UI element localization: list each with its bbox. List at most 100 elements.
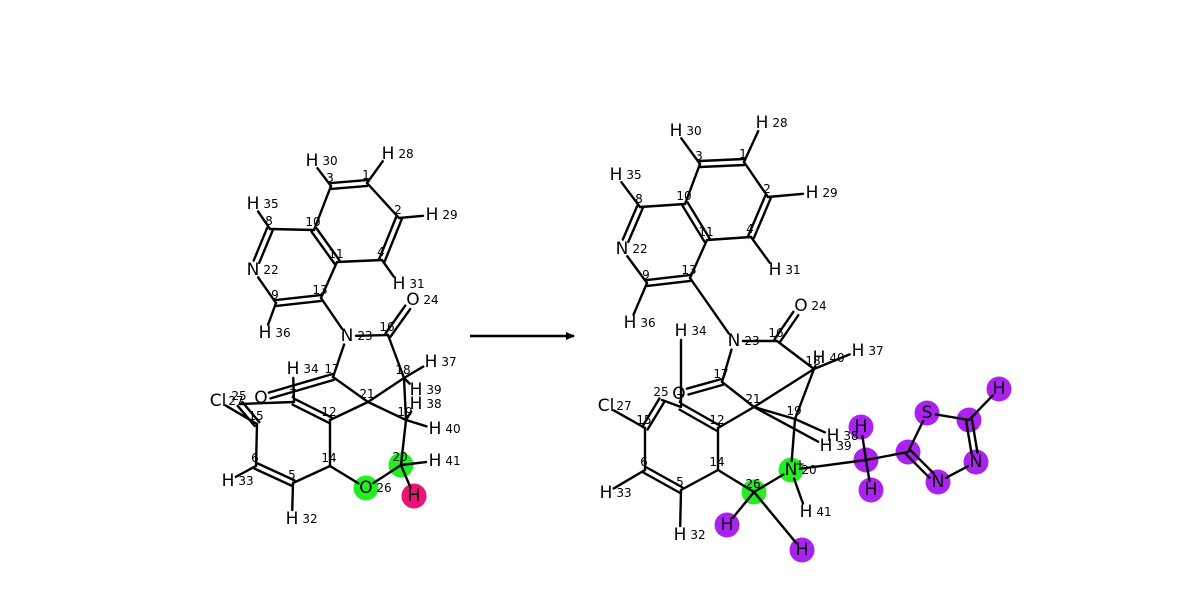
reactant-bond-r17-r43-0 [269, 378, 336, 400]
reactant-bond-r18-r39 [402, 376, 411, 385]
reactant-bond-r7-r34 [292, 376, 296, 404]
product-atom-index-p22: 22 [632, 242, 647, 256]
product-bond-p2-p29 [766, 192, 805, 199]
product-atom-index-p10: 10 [676, 189, 691, 203]
product-atom-index-p3: 3 [695, 149, 703, 163]
product-bond-p15-p27 [612, 409, 647, 430]
product-atom-p45: H [855, 417, 868, 437]
product-atom-p29: H [806, 183, 819, 203]
reactant-atom-index-r37: 37 [441, 355, 456, 369]
reactant-atom-r32: H [286, 509, 299, 529]
reactant-bond-r25-r15-0 [241, 400, 261, 424]
product-atom-p23: N [728, 331, 741, 351]
reactant-bond-r6-r33 [234, 464, 258, 478]
product-atom-p31: H [769, 260, 782, 280]
product-atom-index-p30: 30 [686, 124, 701, 138]
reactant-atom-r38: H [410, 394, 423, 414]
reactant-bond-r15-r27 [224, 404, 259, 426]
reactant-bond-r13-r11 [319, 260, 339, 300]
product-bond-p18-p40 [812, 364, 817, 371]
reactant-bond-r3-r30 [316, 166, 333, 188]
reactant-atom-index-r1: 1 [362, 168, 370, 182]
product-bond-p52-p47-0 [904, 452, 931, 479]
reactant-bond-r10-r11-1 [310, 230, 336, 265]
product-bond-p49-p51-0 [970, 418, 979, 454]
product-bond-p2-p4-1 [747, 194, 767, 238]
reactant-atom-index-r3: 3 [326, 171, 334, 185]
product-bond-p2-p4-0 [752, 196, 772, 240]
reactant-atom-index-r34: 34 [303, 362, 318, 376]
reactant-atom-index-r27: 27 [228, 394, 243, 408]
product-bond-p17-p53-1 [685, 377, 723, 390]
reactant-atom-index-r28: 28 [398, 147, 413, 161]
product-bond-p10-p11-0 [686, 201, 711, 240]
product-highlight-p48 [914, 400, 940, 426]
product-atom-p48: S [922, 403, 933, 423]
reactant-atom-index-r25: 25 [231, 389, 246, 403]
reactant-bond-r7-r25 [238, 400, 296, 406]
reactant-bond-r18-r19 [402, 376, 408, 422]
product-atom-p32: H [674, 525, 687, 545]
product-atom-p24: O [794, 296, 807, 316]
reactant-atom-index-r13: 13 [312, 283, 327, 297]
product-atom-index-p33: 33 [616, 486, 631, 500]
reactant-atom-index-r4: 4 [377, 245, 385, 259]
product-atom-index-p14: 14 [709, 455, 724, 469]
reactant-atom-index-r21: 21 [359, 387, 374, 401]
reactant-atom-index-r2: 2 [394, 203, 402, 217]
product-atom-p33: H [600, 483, 613, 503]
reactant-atom-r35: H [247, 194, 260, 214]
product-atom-index-p41: 41 [816, 505, 831, 519]
reactant-bond-r20-r19 [399, 418, 408, 467]
reactant-bond-r6-r5-1 [253, 467, 293, 487]
reactant-atom-r39: H [410, 380, 423, 400]
product-bond-p8-p35 [620, 180, 642, 209]
reactant-bond-r23-r16 [354, 333, 390, 337]
reactant-atom-index-r12: 12 [321, 405, 336, 419]
reactant-atom-r24: O [406, 290, 419, 310]
product-atom-index-p37: 37 [868, 344, 883, 358]
reactant-atom-index-r41: 41 [445, 454, 460, 468]
reactant-bond-r4-r11 [335, 258, 384, 264]
reactant-atom-index-r17: 17 [324, 362, 339, 376]
product-bond-p26-p42 [731, 490, 756, 520]
reactant-atom-index-r29: 29 [442, 208, 457, 222]
reactant-atom-index-r24: 24 [423, 293, 438, 307]
product-atom-index-p32: 32 [690, 528, 705, 542]
product-bond-p20-p44 [798, 458, 868, 471]
reactant-bond-r20-r41 [399, 460, 428, 467]
product-atom-p53: O [672, 384, 685, 404]
product-highlight-p51 [963, 449, 989, 475]
reactant-bond-r9-r13-1 [275, 299, 323, 308]
reactant-bond-r17-r43-1 [267, 372, 334, 394]
product-bond-p6-p5-0 [645, 466, 684, 489]
reactant-bond-r1-r3-1 [329, 178, 368, 185]
product-bond-p44-p45 [861, 434, 868, 462]
product-atom-index-p31: 31 [785, 263, 800, 277]
product-bond-p1-p2 [742, 160, 770, 199]
reactant-atom-index-r23: 23 [357, 329, 372, 343]
reactant-atom-r33: H [222, 471, 235, 491]
product-bond-p47-p48 [906, 419, 925, 454]
product-bond-p4-p31 [749, 235, 771, 264]
product-atom-p28: H [756, 113, 769, 133]
product-bond-p12-p7-0 [678, 408, 718, 432]
reactant-bond-r19-r40 [404, 418, 428, 428]
product-atom-index-p17: 17 [713, 367, 728, 381]
reactant-bond-r9-r36 [266, 301, 278, 326]
product-atom-index-p40: 40 [829, 351, 844, 365]
reactant-bond-r23-r17 [331, 343, 346, 379]
product-charge-p20: + [795, 457, 805, 471]
reactant-bond-r6-r5-0 [256, 462, 296, 482]
reactant-atom-index-r36: 36 [275, 326, 290, 340]
product-atom-index-p2: 2 [763, 182, 771, 196]
product-atom-p52: N [932, 472, 945, 492]
reactant-bond-r17-r21 [331, 375, 370, 404]
product-bond-p13-p23 [688, 276, 731, 335]
product-atom-index-p11: 11 [698, 225, 713, 239]
product-atom-p37: H [852, 341, 865, 361]
product-atom-index-p19: 19 [786, 404, 801, 418]
